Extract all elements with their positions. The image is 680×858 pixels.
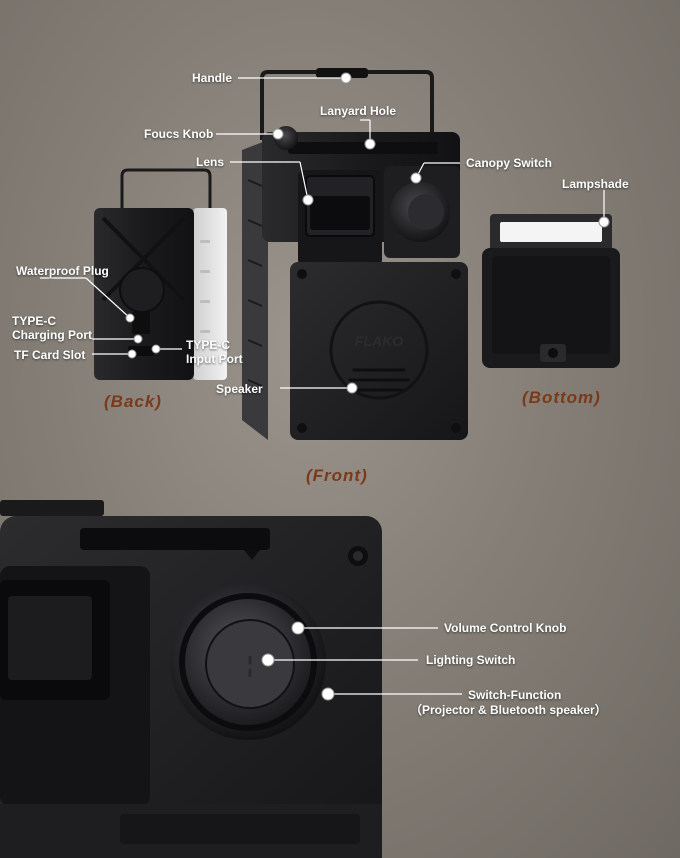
label-waterproof-plug: Waterproof Plug [16, 264, 109, 278]
view-label-bottom: (Bottom) [522, 388, 601, 407]
label-focus-knob: Foucs Knob [144, 127, 214, 141]
leader-dots [125, 72, 610, 701]
label-speaker: Speaker [216, 382, 263, 396]
view-label-front: (Front) [306, 466, 368, 485]
front-view-device: FLAKO [242, 68, 468, 440]
label-switch-function-sub: （Projector & Bluetooth speaker） [410, 703, 607, 717]
label-type-c-input-port: TYPE-C Input Port [186, 338, 243, 366]
label-handle: Handle [192, 71, 233, 85]
closeup-device: ¦ [0, 500, 382, 858]
label-canopy-switch: Canopy Switch [466, 156, 553, 170]
label-volume-control-knob: Volume Control Knob [444, 621, 567, 635]
view-label-back: (Back) [104, 392, 162, 411]
label-type-c-charging-port: TYPE-C Charging Port [12, 314, 92, 342]
lampshade-window [500, 222, 602, 242]
label-lanyard-hole: Lanyard Hole [320, 104, 397, 118]
label-tf-card-slot: TF Card Slot [14, 348, 86, 362]
front-speaker-panel [290, 262, 468, 440]
bottom-view-device [482, 214, 620, 368]
label-switch-function: Switch-Function [468, 688, 562, 702]
label-lens: Lens [196, 155, 225, 169]
lighting-switch-symbol: ¦ [247, 652, 253, 677]
label-lampshade: Lampshade [562, 177, 629, 191]
label-lighting-switch: Lighting Switch [426, 653, 516, 667]
device-logo: FLAKO [355, 333, 403, 349]
front-side-panel [242, 140, 268, 440]
back-view-device [94, 168, 227, 380]
lighting-switch-button [206, 620, 294, 708]
back-side-white-panel [193, 208, 227, 380]
